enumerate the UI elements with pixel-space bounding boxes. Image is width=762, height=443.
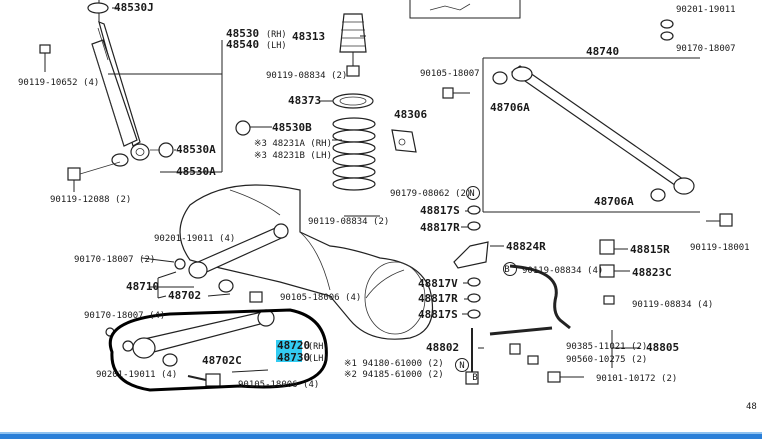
highlight-circle xyxy=(108,308,328,392)
label-90119-08834-d: 90119-08834 (4) xyxy=(632,300,713,310)
label-48710: 48710 xyxy=(126,280,159,293)
label-48817R-1: 48817R xyxy=(420,221,460,234)
label-90201-19011-tr: 90201-19011 xyxy=(676,5,736,15)
label-90201-19011-ml: 90201-19011 (4) xyxy=(154,234,235,244)
nuts-48805 xyxy=(509,343,584,383)
label-48530J: 48530J xyxy=(114,1,154,14)
label-48530-rh: (RH) xyxy=(266,30,286,40)
label-90119-08834-a: 90119-08834 (2) xyxy=(266,71,347,81)
insulator-48373 xyxy=(332,93,374,109)
label-48540: 48540 xyxy=(226,38,259,51)
label-90170-18007-tr: 90170-18007 xyxy=(676,44,736,54)
callout-n-2: N xyxy=(459,361,464,371)
label-48373: 48373 xyxy=(288,94,321,107)
label-90119-08834-c: 90119-08834 (4) xyxy=(522,266,603,276)
coil-spring-48231 xyxy=(332,117,376,191)
callout-b-1: B xyxy=(504,265,509,275)
upper-arm-48710 xyxy=(174,223,289,303)
label-48530A-1: 48530A xyxy=(176,143,216,156)
label-90101-10172: 90101-10172 (2) xyxy=(596,374,677,384)
bolt-90119-12088 xyxy=(67,161,121,192)
label-48231B: ※3 48231B (LH) xyxy=(254,151,332,161)
highlight-48720 xyxy=(276,340,302,351)
label-48530: 48530 xyxy=(226,27,259,40)
label-90170-18007-bl: 90170-18007 (4) xyxy=(84,311,165,321)
label-90179-08062: 90179-08062 (2) xyxy=(390,189,471,199)
bump-stop-48313 xyxy=(339,13,367,77)
label-90119-08834-b: 90119-08834 (2) xyxy=(308,217,389,227)
label-48730: 48730 xyxy=(277,351,310,364)
label-48802: 48802 xyxy=(426,341,459,354)
bolt-90119-18001 xyxy=(706,213,733,227)
bushing-48530 xyxy=(150,120,251,158)
bushings-48817 xyxy=(467,205,481,319)
stabilizer-bar xyxy=(489,239,615,336)
label-cut-48: 48 xyxy=(746,402,757,412)
label-48817S-1: 48817S xyxy=(420,204,460,217)
label-90119-12088: 90119-12088 (2) xyxy=(50,195,131,205)
label-94185: ※2 94185-61000 (2) xyxy=(344,370,444,380)
lower-arm-48720 xyxy=(105,309,275,387)
label-48702C: 48702C xyxy=(202,354,242,367)
bottom-bar xyxy=(0,432,762,439)
label-90201-19011-bl: 90201-19011 (4) xyxy=(96,370,177,380)
label-48706A-top: 48706A xyxy=(490,101,530,114)
stabilizer-link-48802 xyxy=(465,328,479,385)
label-48805: 48805 xyxy=(646,341,679,354)
label-90119-10652: 90119-10652 (4) xyxy=(18,78,99,88)
callout-circles xyxy=(455,186,517,372)
label-48306: 48306 xyxy=(394,108,427,121)
label-48720: 48720 xyxy=(277,339,310,352)
bracket-48306 xyxy=(391,129,417,153)
callout-b-2: B xyxy=(472,373,477,383)
label-48824R: 48824R xyxy=(506,240,546,253)
label-48540-lh: (LH) xyxy=(266,41,286,51)
label-48231A: ※3 48231A (RH) xyxy=(254,139,332,149)
callout-n-1: N xyxy=(469,189,474,199)
label-48530A-2: 48530A xyxy=(176,165,216,178)
label-48720-rh: (RH) xyxy=(308,342,328,352)
shock-absorber xyxy=(87,0,150,167)
inset-box xyxy=(409,0,521,19)
label-90385-11021: 90385-11021 (2) xyxy=(566,342,647,352)
label-48730-lh: (LH) xyxy=(308,354,328,364)
bolt-90105-18007 xyxy=(442,87,470,99)
label-90119-18001: 90119-18001 xyxy=(690,243,750,253)
label-48740: 48740 xyxy=(586,45,619,58)
label-48817S-2: 48817S xyxy=(418,308,458,321)
washer-top-right xyxy=(660,19,674,41)
label-48817R-2: 48817R xyxy=(418,292,458,305)
label-90105-18006-mid: 90105-18006 (4) xyxy=(280,293,361,303)
label-90170-18007-ml: 90170-18007 (2) xyxy=(74,255,155,265)
label-48530B: 48530B xyxy=(272,121,312,134)
label-90105-18006-bot: 90105-18006 (4) xyxy=(238,380,319,390)
leader-lines xyxy=(112,7,640,373)
bolt-90119-10652 xyxy=(39,44,51,72)
label-48313: 48313 xyxy=(292,30,325,43)
axle-housing xyxy=(179,184,434,340)
highlight-48730 xyxy=(276,351,302,362)
label-48706A-bot: 48706A xyxy=(594,195,634,208)
label-48815R: 48815R xyxy=(630,243,670,256)
lateral-rod-48740 xyxy=(482,57,700,213)
bracket-48824R xyxy=(453,241,489,269)
label-90105-18007: 90105-18007 xyxy=(420,69,480,79)
label-94180: ※1 94180-61000 (2) xyxy=(344,359,444,369)
part-labels: 48530J 48530 (RH) 48540 (LH) 48313 90201… xyxy=(18,1,757,412)
label-90560-10275: 90560-10275 (2) xyxy=(566,355,647,365)
label-48817V: 48817V xyxy=(418,277,458,290)
label-48823C: 48823C xyxy=(632,266,672,279)
label-48702: 48702 xyxy=(168,289,201,302)
